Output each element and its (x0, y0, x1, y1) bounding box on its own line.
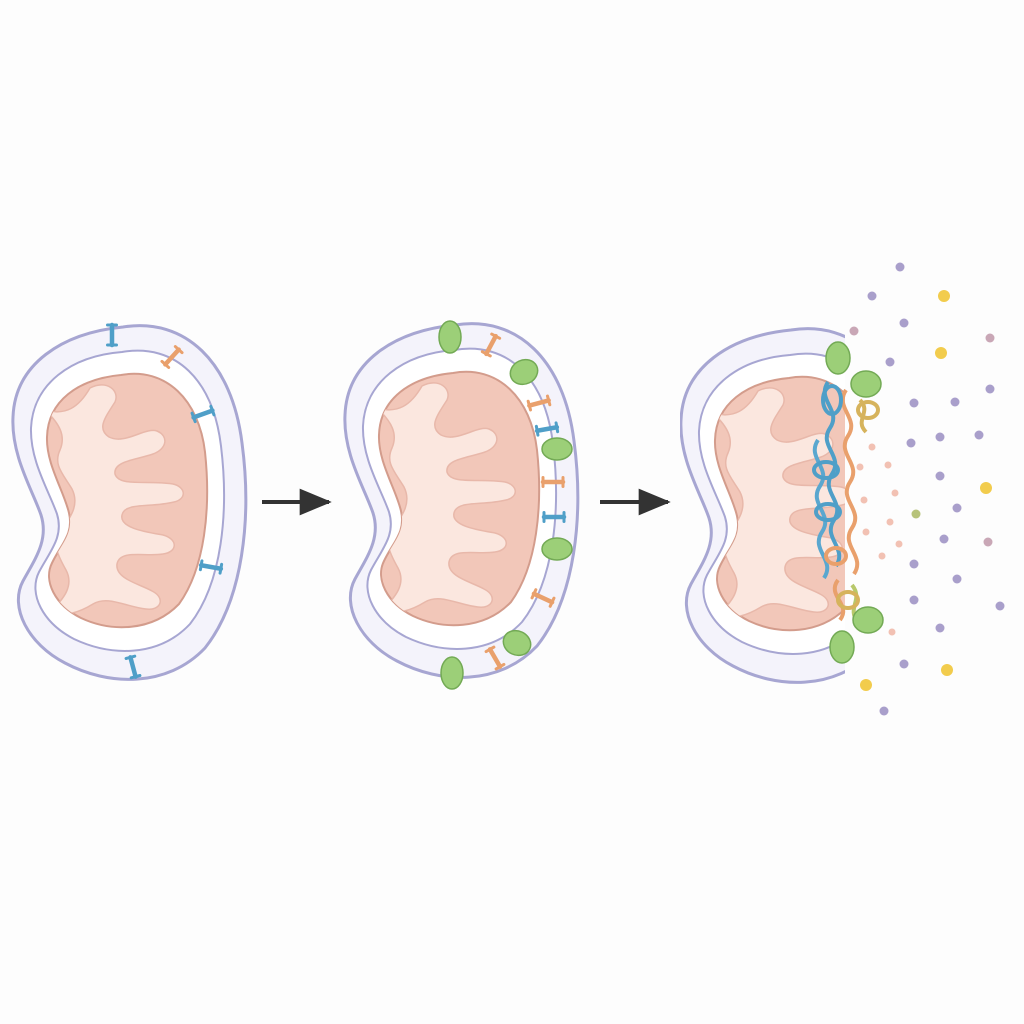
released-particle-icon (910, 596, 919, 605)
released-particle-icon (984, 538, 993, 547)
released-particle-icon (889, 629, 896, 636)
panel-protein-recruitment (345, 321, 578, 689)
released-particle-icon (975, 431, 984, 440)
released-particle-icon (980, 482, 992, 494)
released-particle-icon (910, 560, 919, 569)
released-particle-icon (910, 399, 919, 408)
released-particle-icon (861, 497, 868, 504)
recruited-protein-icon (851, 371, 881, 397)
released-particle-icon (907, 439, 916, 448)
released-particle-icon (935, 347, 947, 359)
released-particle-icon (941, 664, 953, 676)
released-particle-icon (880, 707, 889, 716)
released-particle-icon (936, 433, 945, 442)
released-particle-icon (996, 602, 1005, 611)
pore-ring (858, 402, 878, 418)
released-particle-icon (879, 553, 886, 560)
released-particle-icon (912, 510, 921, 519)
released-particle-icon (896, 263, 905, 272)
released-particle-icon (863, 529, 870, 536)
released-particle-icon (953, 575, 962, 584)
panel-membrane-rupture (681, 263, 1005, 716)
released-particle-icon (986, 334, 995, 343)
released-particle-icon (857, 464, 864, 471)
released-particle-icon (936, 624, 945, 633)
released-particle-icon (886, 358, 895, 367)
recruited-protein-icon (441, 657, 463, 689)
released-particle-icon (885, 462, 892, 469)
released-particles (850, 263, 1005, 716)
released-particle-icon (900, 319, 909, 328)
recruited-protein-icon (542, 438, 572, 460)
panel-intact-mitochondrion (13, 325, 246, 679)
released-particle-icon (953, 504, 962, 513)
recruited-protein-icon (439, 321, 461, 353)
released-particle-icon (900, 660, 909, 669)
released-particle-icon (940, 535, 949, 544)
released-particle-icon (986, 385, 995, 394)
released-particle-icon (869, 444, 876, 451)
released-particle-icon (936, 472, 945, 481)
released-particle-icon (892, 490, 899, 497)
released-particle-icon (868, 292, 877, 301)
recruited-protein-icon (826, 342, 850, 374)
released-particle-icon (951, 398, 960, 407)
released-particle-icon (896, 541, 903, 548)
released-particle-icon (938, 290, 950, 302)
recruited-protein-icon (853, 607, 883, 633)
released-particle-icon (860, 679, 872, 691)
released-particle-icon (887, 519, 894, 526)
recruited-protein-icon (830, 631, 854, 663)
released-particle-icon (850, 327, 859, 336)
recruited-protein-icon (542, 538, 572, 560)
